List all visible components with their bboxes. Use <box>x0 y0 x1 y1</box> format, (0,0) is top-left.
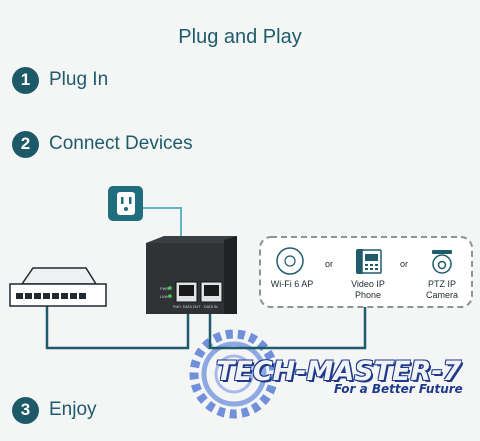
led-label-pwr: PWR <box>160 286 169 291</box>
poe-out-cable <box>208 302 367 350</box>
step-label: Enjoy <box>49 399 97 420</box>
network-switch-icon <box>9 267 107 307</box>
device-label-wifi-ap: Wi-Fi 6 AP <box>270 279 314 289</box>
step-number-badge: 1 <box>12 66 39 94</box>
watermark-gear-icon <box>189 329 279 419</box>
step-enjoy: 3 Enjoy <box>12 396 97 424</box>
watermark-title: TECH-MASTER-7 <box>216 356 462 387</box>
ip-phone-icon <box>356 249 382 274</box>
watermark-tagline: For a Better Future <box>334 382 463 396</box>
data-in-cable <box>45 302 190 350</box>
step-number-badge: 3 <box>12 396 39 424</box>
step-number-badge: 2 <box>12 130 39 158</box>
led-label-link: LINK <box>160 294 169 299</box>
poe-injector-icon: PWR LINK PoE+ DATA OUT DATA IN <box>146 236 237 314</box>
or-separator: or <box>400 259 409 269</box>
step-label: Connect Devices <box>49 133 193 154</box>
step-connect-devices: 2 Connect Devices <box>12 130 193 158</box>
step-plug-in: 1 Plug In <box>12 66 108 94</box>
step-label: Plug In <box>49 69 109 90</box>
port-label-poe-out: PoE+ DATA OUT <box>173 305 201 309</box>
page-title: Plug and Play <box>178 26 302 48</box>
ptz-camera-icon <box>432 250 452 274</box>
ceiling-access-point-icon <box>276 247 304 275</box>
power-cable <box>141 207 182 236</box>
or-separator: or <box>325 259 334 269</box>
port-label-data-in: DATA IN <box>204 305 218 309</box>
power-outlet-icon <box>108 186 143 221</box>
